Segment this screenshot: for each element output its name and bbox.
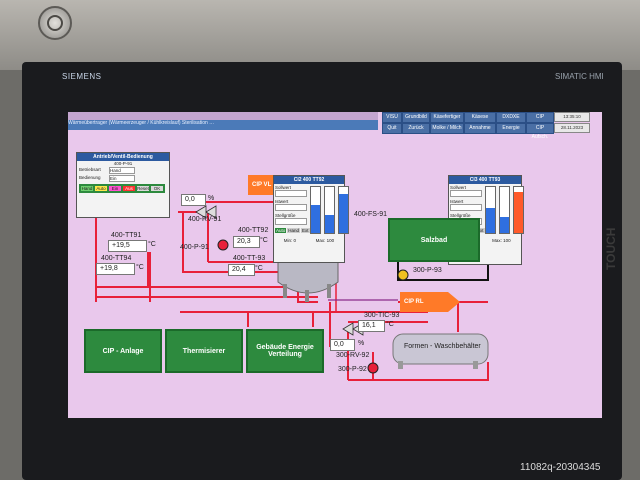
btn-reset[interactable]: Reset [137, 186, 149, 191]
fp1-stell-field[interactable] [275, 218, 307, 225]
btn-aus[interactable]: Aus [123, 186, 135, 191]
brand-siemens: SIEMENS [62, 72, 102, 81]
mounting-screw [38, 6, 72, 40]
rv91-percent-unit: % [208, 195, 215, 202]
field-value-bedienung[interactable]: Ein [109, 175, 135, 182]
fp1-soll-field[interactable] [275, 190, 307, 197]
brand-simatic-hmi: SIMATIC HMI [555, 72, 604, 81]
drive-control-panel: Antrieb/Ventil-Bedienung 400-P-91 Betrie… [76, 152, 170, 218]
drive-control-subtitle: 400-P-91 [113, 161, 133, 166]
tt94-label: 400-TT94 [101, 255, 132, 262]
fp1-max: Max: 100 [315, 238, 335, 243]
tank-formen-waschbehaelter[interactable]: Formen - Waschbehälter [404, 343, 481, 350]
nav-energie[interactable]: Energie [496, 123, 526, 134]
date-display: 28.11.2023 [554, 123, 590, 133]
faceplate-tt93-title: CI3 400 TT93 [449, 176, 521, 184]
fp2-bar-2 [499, 186, 510, 234]
fp2-soll-field[interactable] [450, 190, 482, 197]
fp1-bar-2 [324, 186, 335, 234]
formen-tank-shape [392, 333, 489, 365]
tank-salzbad[interactable]: Salzbad [388, 218, 480, 262]
nav-kaesese[interactable]: Käsese [464, 112, 496, 123]
panel-bezel-top [0, 0, 640, 70]
rv92-percent-value[interactable]: 0,0 [330, 339, 355, 351]
fp2-bar-3 [513, 186, 524, 234]
nav-dxdxe[interactable]: DXDXE [496, 112, 526, 123]
tank-gebaeude-energie[interactable]: Gebäude Energie Verteilung [246, 329, 324, 373]
tt91-value: +19,5 [108, 240, 147, 252]
fp1-ist-field [275, 204, 307, 211]
rv92-percent-unit: % [358, 340, 365, 347]
rv91-percent-value[interactable]: 0,0 [181, 194, 206, 206]
btn-ein[interactable]: Ein [109, 186, 121, 191]
btn-ok[interactable]: OK [151, 186, 163, 191]
tt92-value: 20,3 [233, 236, 260, 248]
p92-label: 300-P-92 [338, 366, 367, 373]
tank-cip-anlage[interactable]: CIP - Anlage [84, 329, 162, 373]
fp2-row-soll: Sollwert [450, 185, 467, 190]
tic93-value: 16,1 [358, 320, 385, 332]
nav-quit[interactable]: Quit [382, 123, 402, 134]
fp2-max: Max: 100 [492, 238, 511, 243]
nav-visu[interactable]: VISU [382, 112, 402, 123]
tt93-unit: °C [255, 265, 263, 272]
fp1-min: Min: 0 [283, 238, 297, 243]
drive-control-title: Antrieb/Ventil-Bedienung [77, 153, 169, 161]
time-display: 13:35:10 [554, 112, 590, 122]
btn-hand[interactable]: Hand [81, 186, 93, 191]
tt94-value: +19,8 [96, 263, 135, 275]
field-value-betriebsart[interactable]: Hand [109, 167, 135, 174]
tt93-label: 400-TT-93 [233, 255, 266, 262]
fp1-btn-auto[interactable]: Auto [275, 228, 287, 233]
nav-cip-aufsch[interactable]: CIP Aufsch. [526, 123, 554, 140]
cip-vl-label: CIP VL [248, 175, 278, 195]
tt92-unit: °C [260, 237, 268, 244]
tt93-value: 20,4 [228, 264, 255, 276]
p91-label: 400-P-91 [180, 244, 209, 251]
tic93-label: 300-TIC-93 [364, 312, 400, 319]
field-label-betriebsart: Betriebsart [79, 167, 101, 172]
fp2-ist-field [450, 204, 482, 211]
tt91-unit: °C [148, 241, 156, 248]
fp1-bar-1 [310, 186, 321, 234]
faceplate-tt92[interactable]: CI2 400 TT92 Sollwert Istwert Stellgröße… [273, 175, 349, 263]
tic93-unit: °C [386, 321, 394, 328]
screw-slot [47, 15, 63, 31]
fs91-label: 400-FS-91 [354, 211, 388, 218]
p93-label: 300-P-93 [413, 267, 442, 274]
fp1-row-ist: Istwert [275, 199, 289, 204]
nav-annahme[interactable]: Annahme [464, 123, 496, 134]
rv91-label: 400-RV-91 [188, 216, 222, 223]
fp2-row-stell: Stellgröße [450, 213, 471, 218]
nav-zurueck[interactable]: Zurück [402, 123, 430, 134]
title-strip: Wärmeübertrager (Wärmeerzeuger / Kühlkre… [68, 120, 378, 130]
rv92-label: 300-RV-92 [336, 352, 370, 359]
status-strip [68, 112, 378, 122]
btn-auto[interactable]: Auto [95, 186, 107, 191]
fp2-btn-ext[interactable]: Ext [476, 228, 485, 233]
tt92-label: 400-TT92 [238, 227, 269, 234]
cip-rl-label: CIP RL [400, 292, 460, 312]
nav-grundbild[interactable]: Grundbild [402, 112, 430, 123]
piping-diagram [95, 201, 489, 381]
nav-kaesefertiger[interactable]: Käsefertiger [430, 112, 464, 123]
fp1-btn-hand[interactable]: Hand [287, 228, 301, 233]
nav-molke-milch[interactable]: Molke / Milch [430, 123, 464, 134]
watermark: 11082q-20304345 [520, 462, 601, 473]
fp1-bar-3 [338, 186, 349, 234]
tt94-unit: °C [136, 264, 144, 271]
fp2-bar-1 [485, 186, 496, 234]
hmi-screen: Wärmeübertrager (Wärmeerzeuger / Kühlkre… [68, 112, 602, 418]
tt91-label: 400-TT91 [111, 232, 142, 239]
tank-thermisierer[interactable]: Thermisierer [165, 329, 243, 373]
fp1-row-soll: Sollwert [275, 185, 292, 190]
field-label-bedienung: Bedienung [79, 175, 101, 180]
vessel-shape [277, 261, 339, 294]
fp2-row-ist: Istwert [450, 199, 464, 204]
fp1-row-stell: Stellgröße [275, 213, 296, 218]
touch-label: TOUCH [604, 227, 618, 270]
faceplate-tt92-title: CI2 400 TT92 [274, 176, 344, 184]
nav-cip[interactable]: CIP [526, 112, 554, 123]
fp1-btn-ext[interactable]: Ext [301, 228, 310, 233]
